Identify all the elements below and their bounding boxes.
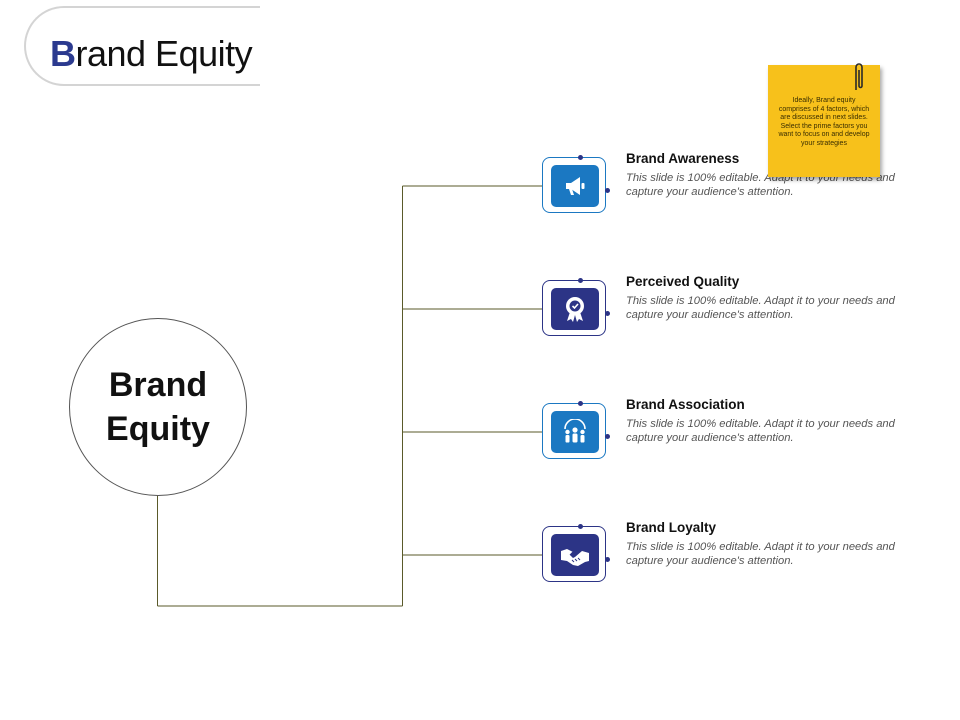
node-title: Perceived Quality <box>626 274 740 289</box>
page-title-rest: rand Equity <box>75 33 253 74</box>
node-description: This slide is 100% editable. Adapt it to… <box>626 541 895 567</box>
frame-dot <box>605 188 610 193</box>
icon-frame <box>542 278 610 336</box>
node-brand-awareness: Brand Awareness This slide is 100% edita… <box>542 151 922 217</box>
handshake-icon <box>551 534 599 576</box>
frame-dot <box>605 434 610 439</box>
title-arc-decoration <box>24 6 324 86</box>
node-title: Brand Awareness <box>626 151 740 166</box>
node-title: Brand Association <box>626 397 745 412</box>
people-group-icon <box>551 411 599 453</box>
page-title: Brand Equity <box>50 33 253 75</box>
quality-badge-icon <box>551 288 599 330</box>
frame-dot <box>605 311 610 316</box>
node-title: Brand Loyalty <box>626 520 717 535</box>
frame-dot <box>578 401 583 406</box>
page-title-initial: B <box>50 33 76 74</box>
frame-dot <box>605 557 610 562</box>
icon-frame <box>542 524 610 582</box>
megaphone-icon <box>551 165 599 207</box>
frame-dot <box>578 155 583 160</box>
node-perceived-quality: Perceived Quality This slide is 100% edi… <box>542 274 922 340</box>
paperclip-icon <box>855 63 863 90</box>
frame-dot <box>578 278 583 283</box>
hub-label-line2: Equity <box>106 410 210 448</box>
hub-label-line1: Brand <box>108 365 208 404</box>
sticky-note-text: Ideally, Brand equity comprises of 4 fac… <box>778 97 870 147</box>
node-brand-association: Brand Association This slide is 100% edi… <box>542 397 922 463</box>
node-description: This slide is 100% editable. Adapt it to… <box>626 295 895 321</box>
icon-frame <box>542 401 610 459</box>
node-description: This slide is 100% editable. Adapt it to… <box>626 418 895 444</box>
frame-dot <box>578 524 583 529</box>
icon-frame <box>542 155 610 213</box>
node-brand-loyalty: Brand Loyalty This slide is 100% editabl… <box>542 520 922 586</box>
title-arc-mask <box>260 0 340 90</box>
